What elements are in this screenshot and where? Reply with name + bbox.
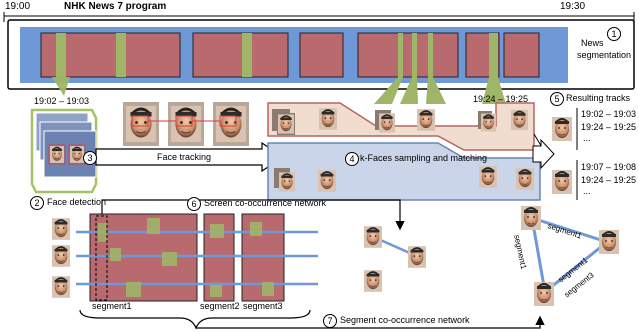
screen-cooccurrence-label: Screen co-occurrence network [204, 198, 327, 208]
screen-cooccurrence-matrix [52, 213, 318, 302]
resulting-tracks-label: Resulting tracks [566, 93, 631, 103]
step-4-badge: 4 [345, 152, 359, 166]
face-tracking-label: Face tracking [157, 152, 212, 162]
segment-network [521, 206, 619, 306]
segment2-label: segment2 [200, 301, 240, 311]
kfaces-label: k-Faces sampling and matching [360, 153, 488, 163]
face-detection-panel [30, 108, 98, 194]
face-detection-label: Face detection [47, 197, 107, 207]
track1-time-2: 19:24 – 19:25 [581, 122, 637, 132]
track1-time-1: 19:02 – 19:03 [581, 109, 637, 119]
screen-network [364, 226, 426, 292]
step-6-badge: 6 [187, 197, 201, 211]
resulting-tracks [552, 108, 578, 200]
step-7-badge: 7 [323, 314, 337, 328]
step-1-badge: 1 [607, 27, 621, 41]
detect-time-range: 19:02 – 19:03 [34, 96, 90, 106]
time-end-label: 19:30 [560, 1, 586, 12]
match-time-range: 19:24 – 19:25 [473, 94, 529, 104]
news-label: News [581, 38, 604, 48]
news-timeline [3, 12, 635, 90]
k-faces-matching-panels [267, 102, 541, 201]
segment3-label: segment3 [243, 301, 283, 311]
track2-time-1: 19:07 – 19:08 [581, 162, 637, 172]
step-3-badge: 3 [83, 151, 97, 165]
track2-more: ... [583, 186, 591, 196]
track2-time-2: 19:24 – 19:25 [581, 175, 637, 185]
step-5-badge: 5 [550, 92, 564, 106]
step-2-badge: 2 [30, 196, 44, 210]
segmentation-label: segmentation [577, 50, 632, 60]
segment-cooccurrence-label: Segment co-occurrence network [340, 315, 470, 325]
segment1-label: segment1 [92, 301, 132, 311]
time-start-label: 19:00 [5, 1, 31, 12]
face-tracking-images [123, 102, 249, 146]
track1-more: ... [583, 133, 591, 143]
program-title: NHK News 7 program [64, 1, 167, 12]
